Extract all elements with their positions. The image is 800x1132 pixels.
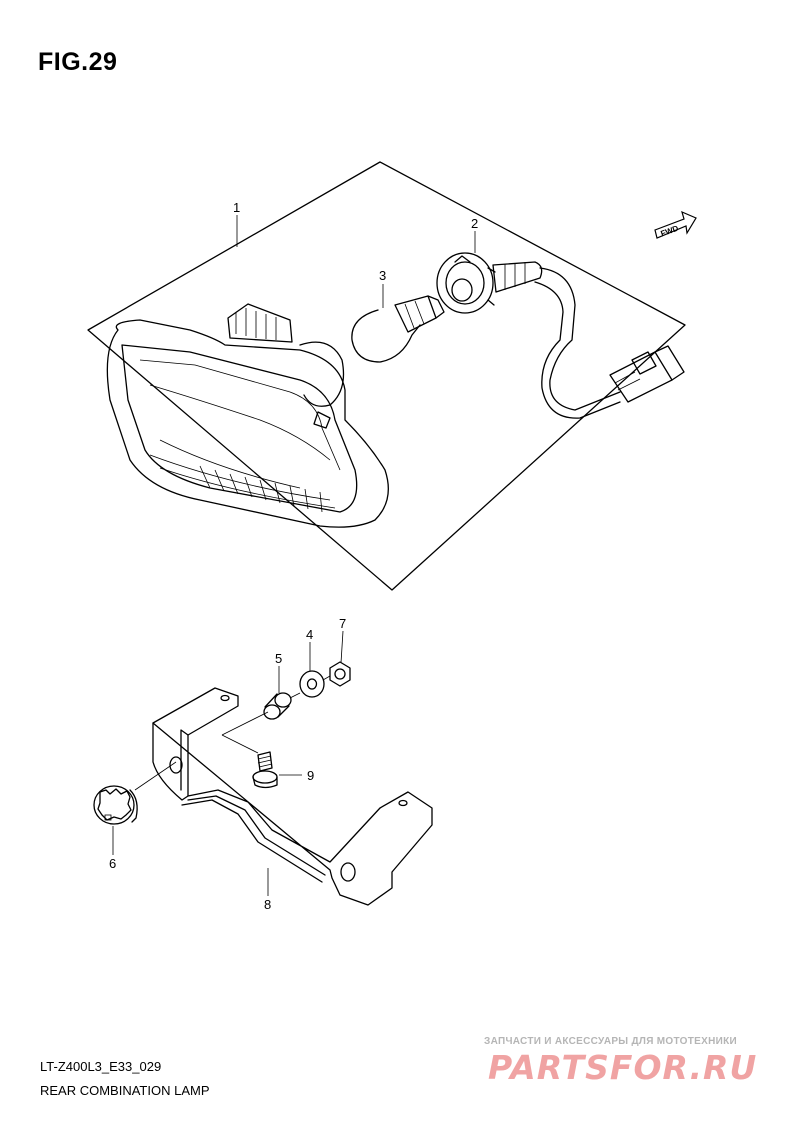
model-code: LT-Z400L3_E33_029: [40, 1059, 162, 1074]
bulb-socket-harness: [436, 252, 685, 419]
fwd-arrow-icon: FWD: [654, 210, 697, 239]
callout-8: 8: [264, 897, 271, 912]
grommet-nut: [93, 785, 138, 825]
callout-5: 5: [275, 651, 282, 666]
lamp-bracket: [152, 687, 433, 906]
callout-4: 4: [306, 627, 313, 642]
flange-nut: [329, 661, 351, 687]
assembly-lines: [134, 675, 331, 791]
bulb: [351, 295, 445, 363]
callout-1: 1: [233, 200, 240, 215]
tail-lamp-housing: [106, 303, 389, 528]
callout-6: 6: [109, 856, 116, 871]
callout-7: 7: [339, 616, 346, 631]
washer: [299, 670, 325, 698]
bolt: [252, 751, 278, 789]
assembly-frame: [87, 161, 686, 591]
fwd-label: FWD: [659, 224, 679, 239]
collar: [263, 692, 292, 720]
callout-9: 9: [307, 768, 314, 783]
callout-3: 3: [379, 268, 386, 283]
figure-title: FIG.29: [38, 48, 118, 76]
watermark-caption: ЗАПЧАСТИ И АКСЕССУАРЫ ДЛЯ МОТОТЕХНИКИ: [484, 1036, 737, 1047]
callout-leaders: [112, 215, 476, 896]
watermark-logo: PARTSFOR.RU: [488, 1048, 758, 1087]
callout-2: 2: [471, 216, 478, 231]
section-title: REAR COMBINATION LAMP: [40, 1083, 210, 1098]
